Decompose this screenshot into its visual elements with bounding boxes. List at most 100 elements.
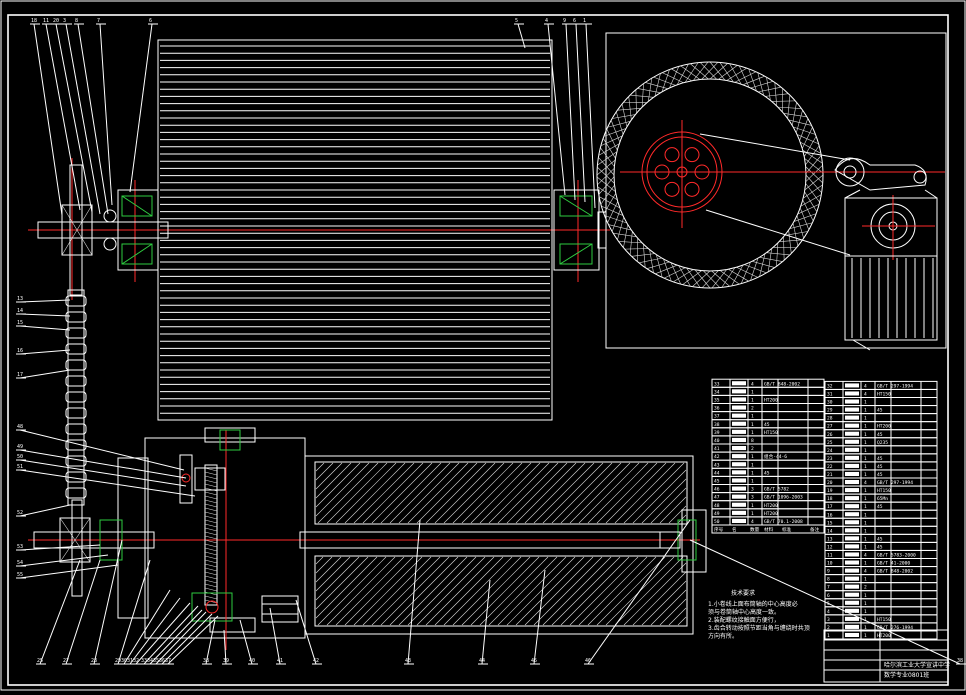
part-qty: 2 <box>864 585 867 591</box>
part-number: 30 <box>827 400 833 406</box>
part-number: 27 <box>827 424 833 430</box>
part-qty: 2 <box>751 446 754 452</box>
callout-number: 37 <box>165 658 171 664</box>
part-qty: 1 <box>751 389 754 395</box>
part-qty: 1 <box>864 536 867 542</box>
callout-number: 44 <box>479 658 485 664</box>
part-standard: 45 <box>877 456 883 462</box>
class-info: 数学专业0801班 <box>884 671 929 679</box>
part-qty: 4 <box>751 519 754 525</box>
part-qty: 3 <box>751 487 754 493</box>
callout-number: 51 <box>17 464 23 470</box>
chain <box>66 290 86 505</box>
part-number: 32 <box>827 383 833 389</box>
part-number: 37 <box>714 414 720 420</box>
part-number: 9 <box>827 569 830 575</box>
part-qty: 1 <box>864 472 867 478</box>
callout-number: 38 <box>957 658 963 664</box>
callout-number: 4 <box>545 18 548 24</box>
callout-number: 17 <box>17 372 23 378</box>
part-standard: GB/T 297-1994 <box>877 480 913 486</box>
small-motor <box>262 596 298 622</box>
part-qty: 1 <box>751 503 754 509</box>
part-number: 40 <box>714 438 720 444</box>
part-qty: 1 <box>864 408 867 414</box>
tech-req-line: 3.齿合转动按照节距当角与缠绕时共顶 <box>708 624 810 632</box>
part-number: 25 <box>827 440 833 446</box>
parts-list-header: 序号名数量材料标准备注 <box>712 525 824 533</box>
part-qty: 4 <box>864 480 867 486</box>
part-number: 36 <box>714 406 720 412</box>
callout-number: 6 <box>573 18 576 24</box>
part-number: 31 <box>827 392 833 398</box>
part-qty: 1 <box>864 504 867 510</box>
callout-number: 8 <box>75 18 78 24</box>
tech-req-line: 2.装配螺纹接触面方便行， <box>708 616 780 624</box>
part-qty: 1 <box>751 422 754 428</box>
part-number: 4 <box>827 609 830 615</box>
callout-number: 5 <box>515 18 518 24</box>
part-standard: GB/T 297-1994 <box>877 383 913 389</box>
callout-number: 55 <box>17 572 23 578</box>
part-qty: 1 <box>864 601 867 607</box>
callout-number: 11 <box>43 18 49 24</box>
part-number: 17 <box>827 504 833 510</box>
drum-flange-inner <box>614 79 806 271</box>
part-number: 48 <box>714 503 720 509</box>
part-number: 6 <box>827 593 830 599</box>
part-qty: 1 <box>864 440 867 446</box>
part-number: 24 <box>827 448 833 454</box>
part-qty: 1 <box>751 462 754 468</box>
callout-number: 27 <box>63 658 69 664</box>
part-number: 34 <box>714 389 720 395</box>
callout-number: 20 <box>53 18 59 24</box>
part-standard: 45 <box>877 408 883 414</box>
part-standard: HT200 <box>877 424 891 430</box>
part-qty: 1 <box>864 512 867 518</box>
table-header-cell: 标准 <box>782 526 792 533</box>
part-standard: 45 <box>764 422 770 428</box>
part-qty: 1 <box>751 414 754 420</box>
part-qty: 1 <box>864 488 867 494</box>
table-header-cell: 数量 <box>750 526 760 533</box>
part-number: 20 <box>827 480 833 486</box>
part-number: 1 <box>827 633 830 639</box>
part-standard: 45 <box>764 470 770 476</box>
part-number: 41 <box>714 446 720 452</box>
part-standard: GB/T 5783-2000 <box>877 553 916 559</box>
callout-number: 6 <box>149 18 152 24</box>
part-number: 42 <box>714 454 720 460</box>
part-qty: 1 <box>751 511 754 517</box>
part-qty: 1 <box>751 454 754 460</box>
callout-number: 48 <box>17 424 23 430</box>
part-qty: 1 <box>864 496 867 502</box>
callout-number: 52 <box>17 510 23 516</box>
part-standard: HT200 <box>877 633 891 639</box>
part-standard: GB/T 1096-2003 <box>764 495 803 501</box>
callout-number: 3 <box>63 18 66 24</box>
tech-req-title: 技术要求 <box>731 589 755 597</box>
part-qty: 1 <box>864 464 867 470</box>
part-qty: 1 <box>864 561 867 567</box>
roller-body <box>305 456 693 634</box>
tech-req-line: 1.小卷线上面布筒轴的中心高度必 <box>708 600 798 608</box>
part-qty: 1 <box>864 456 867 462</box>
part-qty: 3 <box>751 495 754 501</box>
part-standard: HT150 <box>877 617 891 623</box>
part-qty: 1 <box>864 432 867 438</box>
part-standard: 45 <box>877 536 883 542</box>
part-standard: 组合-44-6 <box>764 453 787 460</box>
part-number: 44 <box>714 470 720 476</box>
part-number: 47 <box>714 495 720 501</box>
part-qty: 4 <box>864 383 867 389</box>
table-header-cell: 序号 <box>714 526 724 533</box>
callout-number: 42 <box>313 658 319 664</box>
callout-number: 15 <box>17 320 23 326</box>
part-standard: GB/T 5782 <box>764 487 789 493</box>
part-standard: Q235 <box>877 440 888 446</box>
part-number: 8 <box>827 577 830 583</box>
part-number: 21 <box>827 472 833 478</box>
drum-flange-outer <box>597 62 823 288</box>
